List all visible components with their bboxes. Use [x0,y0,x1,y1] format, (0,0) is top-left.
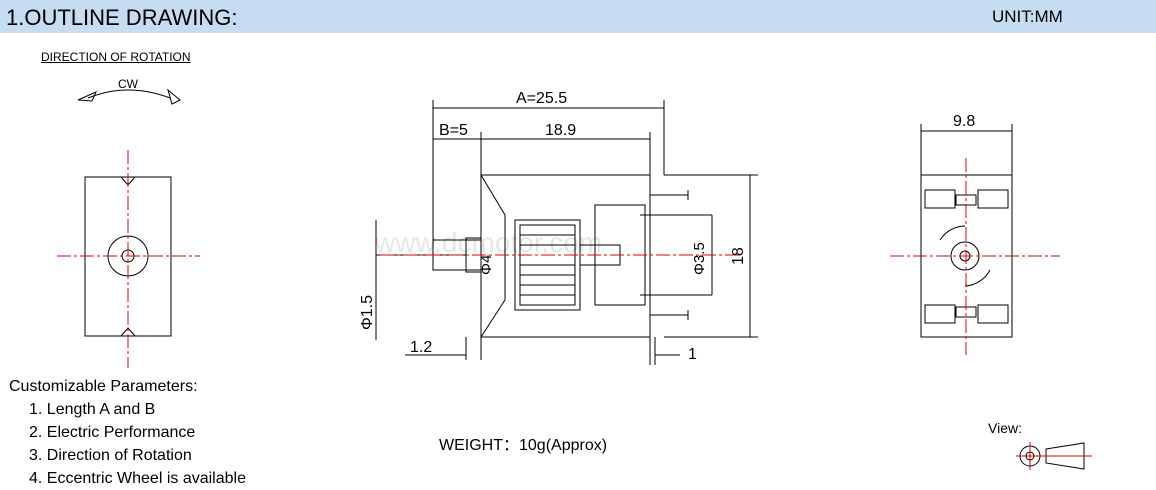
dim-body: 18.9 [545,122,576,139]
side-view [375,100,758,365]
dim-width: 9.8 [953,113,975,130]
dim-terminal: 1 [688,346,697,363]
view-label: View: [988,420,1022,436]
header-bar: 1.OUTLINE DRAWING: UNIT:MM [0,0,1156,33]
dim-b: B=5 [439,122,468,139]
rotation-direction-label: CW [118,77,139,91]
customizable-parameters: Customizable Parameters: 1. Length A and… [9,375,246,490]
dim-boss-d: Φ4 [478,255,495,275]
param-item: 1. Length A and B [29,401,156,418]
dim-shaft-len: 1.2 [410,339,432,356]
params-title: Customizable Parameters: [9,378,198,395]
param-item: 2. Electric Performance [29,424,196,441]
param-item: 3. Direction of Rotation [29,447,192,464]
rotation-arrow [77,88,181,105]
unit-label: UNIT:MM [992,7,1063,26]
dim-height: 18 [730,247,747,265]
rotation-title: DIRECTION OF ROTATION [41,50,191,64]
dim-shaft-d: Φ1.5 [359,295,376,330]
watermark: www.dcmotor.com [374,227,602,258]
dim-rear-d: Φ3.5 [691,242,708,275]
dim-a: A=25.5 [516,90,567,107]
weight-label: WEIGHT：10g(Approx) [439,437,608,454]
front-view [57,150,200,368]
section-title: 1.OUTLINE DRAWING: [6,5,238,30]
param-item: 4. Eccentric Wheel is available [29,470,246,487]
